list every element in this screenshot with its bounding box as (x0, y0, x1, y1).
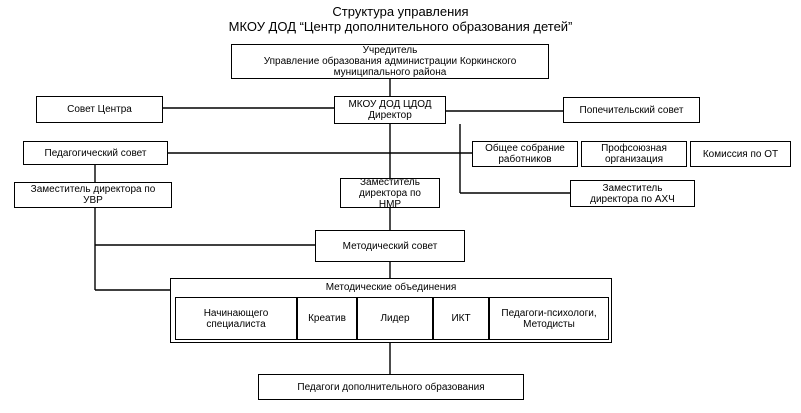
box-text: Общее собрание (485, 143, 565, 154)
ikt-box: ИКТ (433, 297, 489, 340)
box-text: МКОУ ДОД ЦДОД (348, 99, 432, 110)
box-text: специалиста (206, 318, 266, 330)
box-text: ИКТ (451, 313, 471, 324)
beginning-specialist-box: Начинающего специалиста (175, 297, 297, 340)
diagram-title-line1: Структура управления (332, 4, 469, 19)
box-text: Заместитель (602, 182, 663, 194)
box-text: Педагоги дополнительного образования (297, 381, 485, 393)
box-text: Методический совет (342, 240, 438, 252)
box-text: директора по АХЧ (590, 193, 675, 205)
deputy-nmr-box: Заместитель директора по НМР (340, 176, 440, 210)
box-text: НМР (378, 198, 402, 210)
general-meeting-box: Общее собрание работников (472, 141, 578, 167)
deputy-uvr-box: Заместитель директора по УВР (14, 182, 172, 208)
trade-union-box: Профсоюзная организация (581, 141, 687, 167)
box-text: Методисты (523, 318, 575, 330)
methodical-council-box: Методический совет (315, 230, 465, 262)
box-text: директора по (359, 187, 421, 199)
box-text: Педагогический совет (44, 147, 147, 159)
box-text: Попечительский совет (579, 104, 684, 116)
diagram-title-line2: МКОУ ДОД “Центр дополнительного образова… (228, 19, 573, 34)
box-text: Начинающего (203, 307, 269, 319)
deputy-ahch-box: Заместитель директора по АХЧ (570, 180, 695, 207)
box-text: Лидер (380, 313, 410, 324)
psychologists-box: Педагоги-психологи, Методисты (489, 297, 609, 340)
box-text: Педагоги-психологи, (501, 307, 597, 319)
box-text: Креатив (308, 313, 346, 324)
trustee-council-box: Попечительский совет (563, 97, 700, 123)
teachers-box: Педагоги дополнительного образования (258, 374, 524, 400)
box-text: муниципального района (333, 67, 447, 78)
box-text: УВР (83, 195, 103, 206)
box-text: Заместитель директора по (30, 184, 156, 195)
director-box: МКОУ ДОД ЦДОД Директор (334, 96, 446, 124)
box-text: Заместитель (360, 176, 420, 188)
box-text: Комиссия по ОТ (702, 148, 779, 160)
box-text: Профсоюзная (601, 143, 667, 154)
box-text: Учредитель (362, 45, 418, 56)
pedagogical-council-box: Педагогический совет (23, 141, 168, 165)
box-text: Директор (368, 110, 412, 121)
center-council-box: Совет Центра (36, 96, 163, 123)
box-text: Управление образования администрации Кор… (263, 56, 517, 67)
box-text: Совет Центра (67, 104, 132, 115)
ot-commission-box: Комиссия по ОТ (690, 141, 791, 167)
kreativ-box: Креатив (297, 297, 357, 340)
box-text: организация (604, 154, 664, 165)
box-text: работников (498, 154, 552, 165)
methodical-unions-label: Методические объединения (325, 282, 457, 293)
leader-box: Лидер (357, 297, 433, 340)
founder-box: Учредитель Управление образования админи… (231, 44, 549, 79)
methodical-unions-box: Методические объединения Начинающего спе… (170, 278, 612, 343)
